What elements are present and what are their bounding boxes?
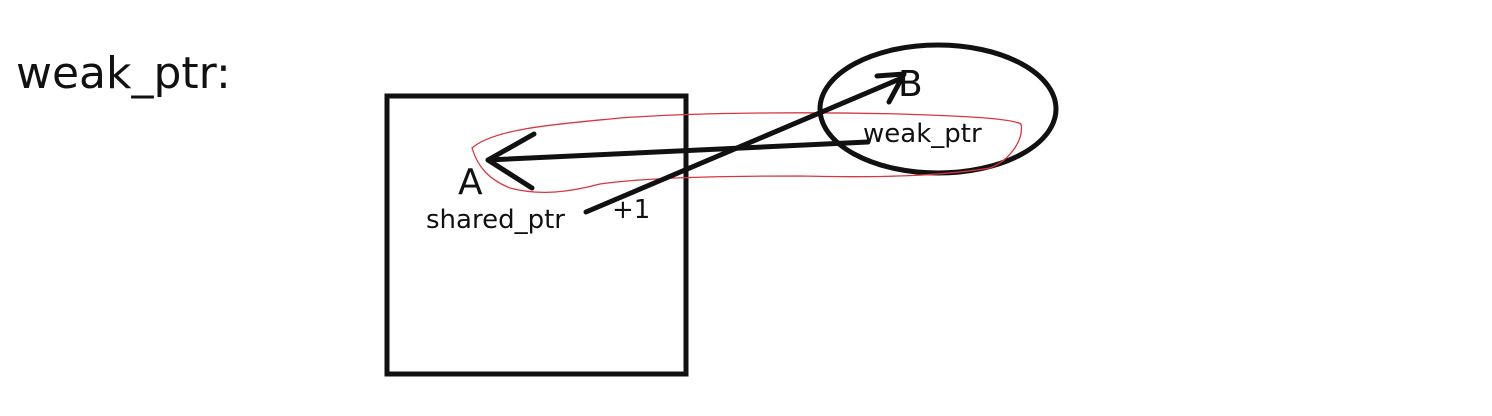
highlight-loop (471, 112, 1022, 194)
object-a-label: A (458, 162, 483, 203)
object-b-ellipse (817, 42, 1059, 176)
weak-ptr-arrowhead (485, 131, 537, 191)
weak-ptr-label: weak_ptr (863, 119, 982, 149)
object-b-label: B (898, 64, 923, 105)
refcount-label: +1 (612, 195, 650, 225)
shared-ptr-label: shared_ptr (426, 205, 565, 235)
object-a-box (384, 93, 689, 377)
shared-ptr-arrowhead (874, 71, 907, 105)
weak-ptr-arrow (485, 139, 871, 163)
diagram-title: weak_ptr: (16, 48, 231, 99)
shared-ptr-arrow (583, 75, 905, 215)
